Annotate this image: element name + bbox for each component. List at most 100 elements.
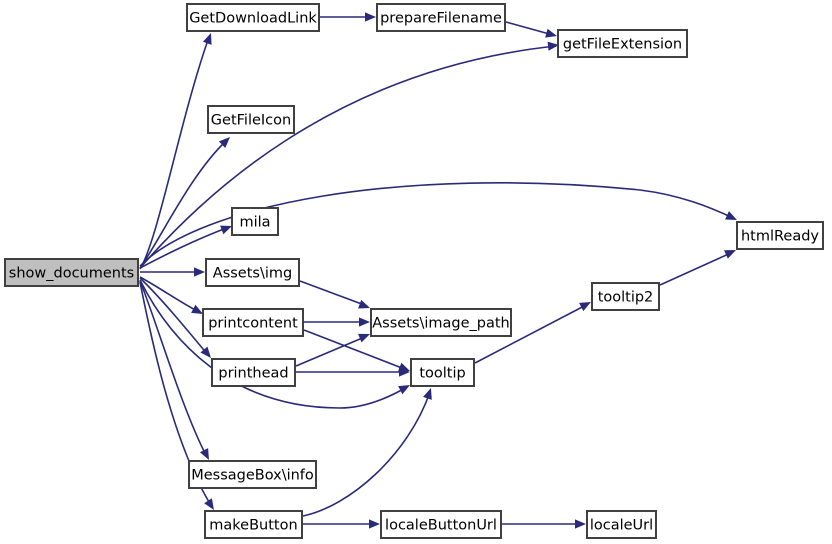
node-tooltip2[interactable]: tooltip2 (591, 282, 660, 311)
node-box[interactable] (207, 105, 295, 134)
arrowhead-icon (547, 41, 559, 51)
node-box[interactable] (557, 29, 688, 58)
arrowhead-icon (358, 333, 370, 343)
node-show_documents[interactable]: show_documents (4, 258, 139, 287)
node-GetFileIcon[interactable]: GetFileIcon (207, 105, 295, 134)
edge-line (474, 303, 589, 364)
node-tooltip[interactable]: tooltip (410, 358, 475, 387)
node-Assets_img[interactable]: Assets\img (205, 258, 300, 287)
node-label: tooltip2 (598, 290, 654, 306)
arrowhead-icon (398, 385, 410, 395)
node-box[interactable] (204, 510, 303, 539)
edge-line (139, 140, 227, 269)
arrowhead-icon (724, 250, 736, 259)
edge-show_documents-to-printcontent (139, 276, 203, 314)
node-label: GetFileIcon (211, 113, 291, 129)
edge-show_documents-to-htmlReady (139, 182, 737, 267)
node-makeButton[interactable]: makeButton (204, 510, 303, 539)
node-GetDownloadLink[interactable]: GetDownloadLink (186, 3, 320, 32)
node-label: htmlReady (741, 229, 819, 245)
node-label: tooltip (419, 366, 465, 382)
edge-line (139, 45, 557, 269)
arrowhead-icon (399, 367, 410, 377)
edge-printhead-to-tooltip (296, 367, 410, 377)
node-box[interactable] (586, 510, 657, 539)
edge-line (505, 21, 554, 36)
node-label: MessageBox\info (191, 468, 314, 484)
arrowhead-icon (365, 12, 376, 22)
edge-line (302, 391, 431, 517)
edge-line (303, 329, 408, 371)
node-mila[interactable]: mila (231, 207, 279, 236)
node-label: mila (239, 215, 270, 231)
arrowhead-icon (358, 299, 370, 309)
node-box[interactable] (211, 358, 296, 387)
node-box[interactable] (370, 308, 512, 337)
arrowhead-icon (204, 498, 214, 510)
arrowhead-icon (199, 448, 209, 460)
arrowhead-icon (545, 28, 557, 38)
edge-printcontent-to-Assets_image_path (304, 317, 370, 327)
edge-tooltip2-to-htmlReady (659, 250, 736, 286)
edge-line (659, 251, 734, 286)
edge-line (139, 39, 209, 270)
node-box[interactable] (205, 258, 300, 287)
edge-printhead-to-Assets_image_path (295, 333, 370, 367)
node-localeButtonUrl[interactable]: localeButtonUrl (380, 510, 502, 539)
edge-line (295, 335, 368, 367)
node-htmlReady[interactable]: htmlReady (736, 221, 824, 250)
arrowhead-icon (423, 388, 432, 400)
arrowhead-icon (218, 137, 230, 148)
node-box[interactable] (591, 282, 660, 311)
edge-show_documents-to-tooltip (139, 279, 410, 409)
node-label: prepareFilename (380, 11, 502, 27)
node-label: localeUrl (590, 518, 653, 534)
arrowhead-icon (579, 302, 591, 312)
edge-Assets_img-to-Assets_image_path (299, 280, 370, 309)
node-box[interactable] (231, 207, 279, 236)
edge-makeButton-to-localeButtonUrl (303, 519, 380, 529)
arrowhead-icon (359, 317, 370, 327)
node-box[interactable] (186, 3, 320, 32)
arrowhead-icon (200, 346, 211, 358)
node-Assets_image_path[interactable]: Assets\image_path (370, 308, 512, 337)
node-localeUrl[interactable]: localeUrl (586, 510, 657, 539)
node-printhead[interactable]: printhead (211, 358, 296, 387)
edge-prepareFilename-to-getFileExtension (505, 21, 557, 38)
node-getFileExtension[interactable]: getFileExtension (557, 29, 688, 58)
node-prepareFilename[interactable]: prepareFilename (376, 3, 506, 32)
node-MessageBox_info[interactable]: MessageBox\info (188, 460, 317, 489)
edge-show_documents-to-getFileExtension (139, 41, 559, 269)
edge-line (139, 279, 408, 409)
node-label: Assets\img (213, 266, 292, 282)
edge-show_documents-to-GetFileIcon (139, 137, 230, 269)
node-box[interactable] (380, 510, 502, 539)
node-label: makeButton (209, 518, 297, 534)
edge-show_documents-to-Assets_img (140, 267, 205, 277)
node-box[interactable] (4, 258, 139, 287)
node-box[interactable] (410, 358, 475, 387)
node-box[interactable] (376, 3, 506, 32)
arrowhead-icon (575, 519, 586, 529)
arrowhead-icon (220, 225, 232, 235)
node-box[interactable] (188, 460, 317, 489)
node-printcontent[interactable]: printcontent (202, 308, 304, 337)
node-label: getFileExtension (563, 37, 682, 53)
arrowhead-icon (725, 211, 737, 220)
arrowhead-icon (202, 33, 212, 45)
node-label: printcontent (208, 316, 298, 332)
nodes-layer: show_documents GetDownloadLink prepareFile… (4, 3, 824, 539)
node-box[interactable] (202, 308, 304, 337)
node-box[interactable] (736, 221, 824, 250)
arrowhead-icon (191, 304, 203, 314)
node-label: localeButtonUrl (385, 518, 497, 534)
edge-tooltip-to-tooltip2 (474, 302, 591, 364)
edge-show_documents-to-printhead (139, 277, 211, 358)
arrowhead-icon (194, 267, 205, 277)
node-label: show_documents (9, 266, 134, 282)
edge-makeButton-to-tooltip (302, 388, 432, 517)
edge-line (139, 277, 209, 356)
node-label: Assets\image_path (372, 316, 509, 332)
